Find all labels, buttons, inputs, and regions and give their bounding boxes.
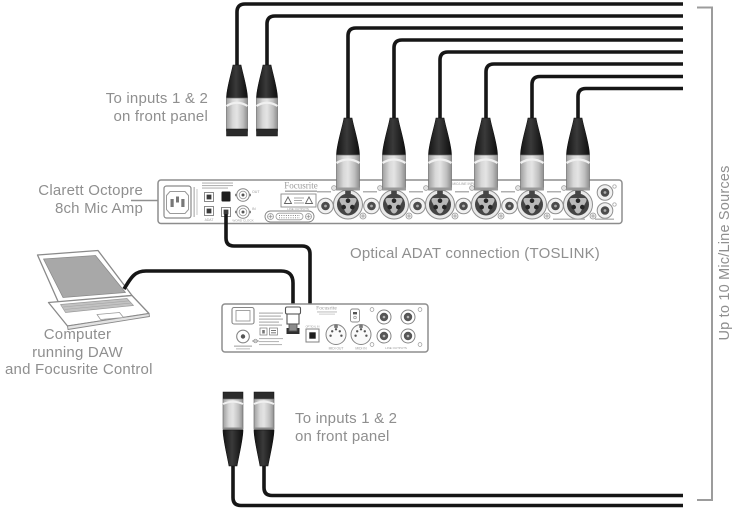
xlr-connector bbox=[427, 116, 453, 192]
octopre-label-line2: 8ch Mic Amp bbox=[54, 199, 143, 217]
combo-input bbox=[379, 189, 409, 220]
warning-triangle-icon bbox=[304, 196, 314, 204]
db25-connector bbox=[264, 210, 315, 223]
combo-input bbox=[563, 189, 593, 220]
computer-label-line3: and Focusrite Control bbox=[5, 361, 153, 378]
combo-input bbox=[425, 189, 455, 220]
interface-branding: Focusrite bbox=[316, 306, 337, 315]
octopre-rear-panel: ADAT OUT IN WORD CLOCK Focusrite LINE OU… bbox=[131, 179, 623, 225]
wordclock-out-label: OUT bbox=[252, 190, 260, 194]
interface-line-outputs: LINE OUTPUTS bbox=[369, 307, 423, 350]
midi-out-port bbox=[325, 324, 347, 345]
bottom-inputs-line2: on front panel bbox=[295, 427, 390, 445]
top-inputs-line1: To inputs 1 & 2 bbox=[105, 90, 208, 107]
wordclock-ports: OUT IN WORD CLOCK bbox=[232, 188, 260, 223]
midi-in-port bbox=[350, 324, 372, 345]
computer-label: Computer running DAW and Focusrite Contr… bbox=[5, 326, 153, 379]
laptop-trackpad bbox=[96, 312, 124, 320]
usb-cable bbox=[122, 269, 295, 308]
lock-icon bbox=[350, 308, 360, 323]
adat-label: ADAT bbox=[205, 218, 214, 222]
laptop bbox=[36, 249, 150, 330]
bottom-inputs-line1: To inputs 1 & 2 bbox=[295, 410, 398, 427]
octopre-label: Clarett Octopre 8ch Mic Amp bbox=[20, 182, 143, 217]
toslink-cable bbox=[224, 214, 312, 333]
dc-input bbox=[234, 329, 259, 350]
interface-lineouts-label: LINE OUTPUTS bbox=[385, 346, 407, 350]
focusrite-logo: Focusrite bbox=[316, 306, 337, 312]
combo-input bbox=[517, 189, 547, 220]
octopre-lineouts-label: LINE OUTPUTS bbox=[287, 207, 309, 211]
top-inputs-line2: on front panel bbox=[113, 107, 208, 125]
octopre-branding: Focusrite LINE OUTPUTS bbox=[280, 181, 318, 211]
xlr-connector bbox=[255, 63, 279, 138]
focusrite-logo: Focusrite bbox=[284, 181, 318, 191]
micline-inputs-label: MIC/LINE INPUTS bbox=[452, 182, 480, 186]
xlr-connector bbox=[253, 391, 275, 467]
computer-label-line1: Computer bbox=[43, 326, 112, 343]
midi-ports: MIDI OUT MIDI IN bbox=[325, 324, 372, 350]
midi-out-label: MIDI OUT bbox=[329, 346, 344, 350]
power-switch bbox=[231, 306, 255, 325]
midi-in-label: MIDI IN bbox=[355, 346, 367, 350]
combo-input bbox=[471, 189, 501, 220]
usb-plug bbox=[284, 306, 302, 334]
iec-inlet bbox=[163, 185, 192, 219]
optical-in-label: OPTICAL IN bbox=[306, 326, 320, 329]
sources-bracket bbox=[697, 6, 713, 501]
wordclock-in-label: IN bbox=[252, 207, 256, 211]
wordclock-label: WORD CLOCK bbox=[232, 219, 254, 223]
xlr-connector bbox=[565, 116, 591, 192]
xlr-connector bbox=[222, 391, 244, 467]
top-inputs-label: To inputs 1 & 2 on front panel bbox=[60, 90, 208, 125]
interface-optical-port: OPTICAL IN bbox=[305, 326, 320, 343]
octopre-right-jacks bbox=[553, 184, 617, 220]
bottom-inputs-label: To inputs 1 & 2 on front panel bbox=[295, 410, 397, 445]
warning-triangle-icon bbox=[283, 196, 293, 204]
combo-input bbox=[333, 189, 363, 220]
xlr-connector bbox=[335, 116, 361, 192]
interface-compliance-block bbox=[259, 312, 283, 346]
mic-cables-bottom bbox=[231, 466, 683, 508]
micro-text-strip bbox=[193, 187, 195, 217]
laptop-screen bbox=[43, 255, 126, 298]
sources-label: Up to 10 Mic/Line Sources bbox=[717, 165, 733, 341]
interface-rear-panel: Focusrite OPTICAL IN MIDI OUT MIDI IN bbox=[221, 303, 429, 353]
mic-cables-top bbox=[235, 2, 683, 119]
xlr-connector bbox=[381, 116, 407, 192]
xlr-connector bbox=[519, 116, 545, 192]
xlr-connector bbox=[225, 63, 249, 138]
xlr-connector bbox=[473, 116, 499, 192]
adat-connection-label: Optical ADAT connection (TOSLINK) bbox=[349, 245, 601, 262]
computer-label-line2: running DAW bbox=[32, 343, 123, 361]
octopre-xlr-plugs bbox=[335, 116, 591, 192]
micro-text-strip bbox=[196, 189, 198, 215]
octopre-label-line1: Clarett Octopre bbox=[38, 182, 143, 199]
toslink-plug bbox=[221, 191, 231, 202]
adat-ports: ADAT bbox=[202, 182, 233, 222]
